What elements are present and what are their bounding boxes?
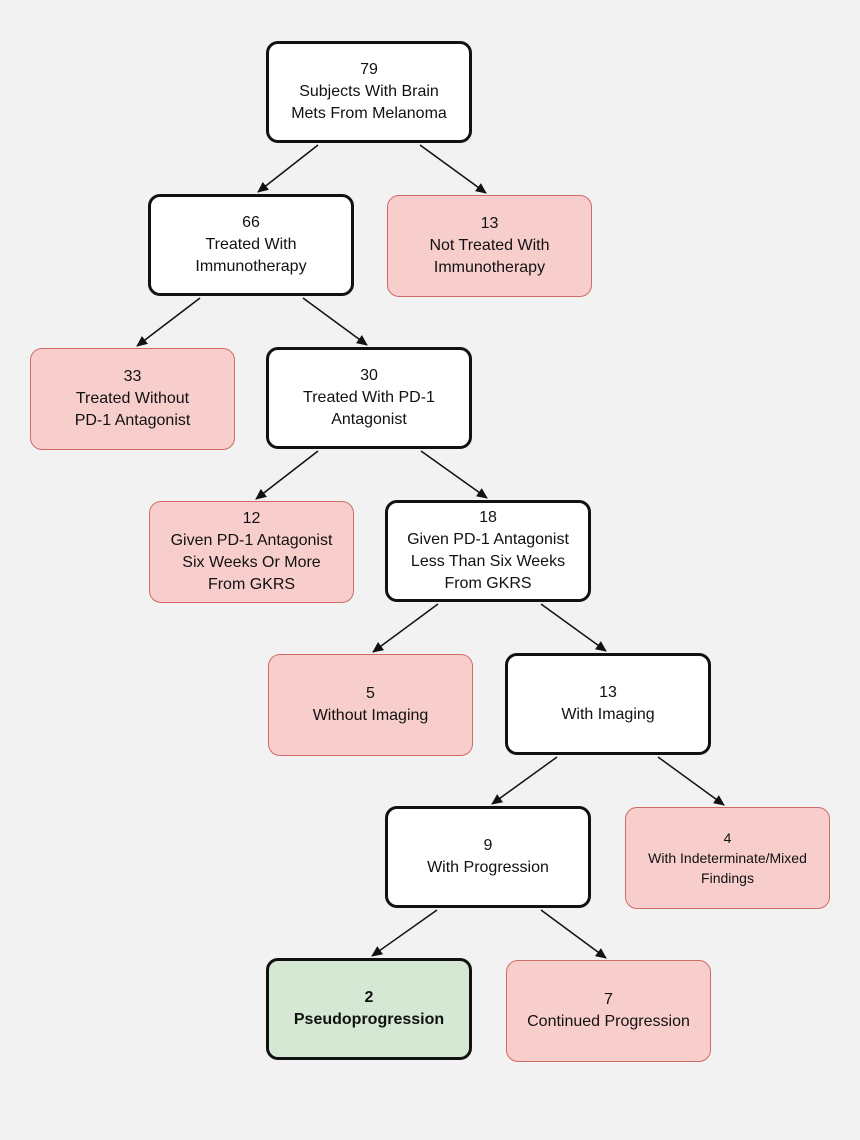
- node-label-line: From GKRS: [444, 575, 532, 592]
- node-label-line: Given PD-1 Antagonist: [170, 532, 333, 549]
- node-label-line: Treated Without: [75, 390, 190, 407]
- arrow-9-to-7: [540, 909, 607, 959]
- node-count: 2: [364, 989, 374, 1006]
- node-label-line: Continued Progression: [527, 1013, 690, 1030]
- node-count: 13: [599, 684, 617, 701]
- node-label-line: Not Treated With: [429, 237, 550, 254]
- node-label-line: Pseudoprogression: [293, 1011, 445, 1028]
- node-continued-progression: 7 Continued Progression: [506, 960, 711, 1062]
- node-label-line: Treated With PD-1: [303, 389, 435, 406]
- node-pd1-less-than-six-weeks: 18 Given PD-1 Antagonist Less Than Six W…: [385, 500, 591, 602]
- arrow-79-to-66: [257, 144, 319, 193]
- arrow-13-to-9: [491, 756, 558, 805]
- arrow-66-to-30: [302, 297, 368, 346]
- node-pseudoprogression: 2 Pseudoprogression: [266, 958, 472, 1060]
- arrow-66-to-33: [136, 297, 201, 347]
- node-label-line: Mets From Melanoma: [291, 105, 447, 122]
- node-count: 9: [483, 837, 493, 854]
- node-count: 30: [360, 367, 378, 384]
- node-label-line: Findings: [701, 870, 754, 886]
- arrow-9-to-2: [371, 909, 438, 957]
- node-count: 79: [360, 61, 378, 78]
- node-label-line: Antagonist: [331, 411, 407, 428]
- node-count: 13: [480, 215, 499, 232]
- node-with-imaging: 13 With Imaging: [505, 653, 711, 755]
- node-with-progression: 9 With Progression: [385, 806, 591, 908]
- node-not-treated-immunotherapy: 13 Not Treated With Immunotherapy: [387, 195, 592, 297]
- node-pd1-six-weeks-or-more: 12 Given PD-1 Antagonist Six Weeks Or Mo…: [149, 501, 354, 603]
- node-label-line: Six Weeks Or More: [182, 554, 321, 571]
- node-label-line: With Indeterminate/Mixed: [648, 850, 807, 866]
- node-count: 12: [242, 510, 261, 527]
- node-label-line: Immunotherapy: [195, 258, 307, 275]
- arrow-18-to-5: [372, 603, 439, 653]
- node-count: 7: [604, 991, 613, 1008]
- node-label-line: From GKRS: [207, 576, 296, 593]
- node-label-line: Immunotherapy: [433, 259, 546, 276]
- node-label-line: PD-1 Antagonist: [74, 412, 191, 429]
- node-label-line: Without Imaging: [312, 707, 429, 724]
- node-label-line: Given PD-1 Antagonist: [407, 531, 569, 548]
- arrow-30-to-18: [420, 450, 488, 499]
- node-count: 18: [479, 509, 497, 526]
- node-label-line: Treated With: [205, 236, 297, 253]
- node-treated-immunotherapy: 66 Treated With Immunotherapy: [148, 194, 354, 296]
- node-without-imaging: 5 Without Imaging: [268, 654, 473, 756]
- node-indeterminate-mixed: 4 With Indeterminate/Mixed Findings: [625, 807, 830, 909]
- node-label-line: Less Than Six Weeks: [410, 553, 566, 570]
- node-label-line: With Imaging: [561, 706, 655, 723]
- node-count: 33: [123, 368, 142, 385]
- node-count: 5: [366, 685, 375, 702]
- arrow-13-to-4: [657, 756, 725, 806]
- node-subjects-brain-mets: 79 Subjects With Brain Mets From Melanom…: [266, 41, 472, 143]
- arrow-18-to-13: [540, 603, 607, 652]
- node-label-line: With Progression: [427, 859, 549, 876]
- node-label-line: Subjects With Brain: [299, 83, 439, 100]
- node-count: 4: [723, 830, 732, 846]
- node-treated-without-pd1: 33 Treated Without PD-1 Antagonist: [30, 348, 235, 450]
- node-treated-with-pd1: 30 Treated With PD-1 Antagonist: [266, 347, 472, 449]
- arrow-79-to-13: [419, 144, 487, 194]
- node-count: 66: [242, 214, 260, 231]
- arrow-30-to-12: [255, 450, 319, 500]
